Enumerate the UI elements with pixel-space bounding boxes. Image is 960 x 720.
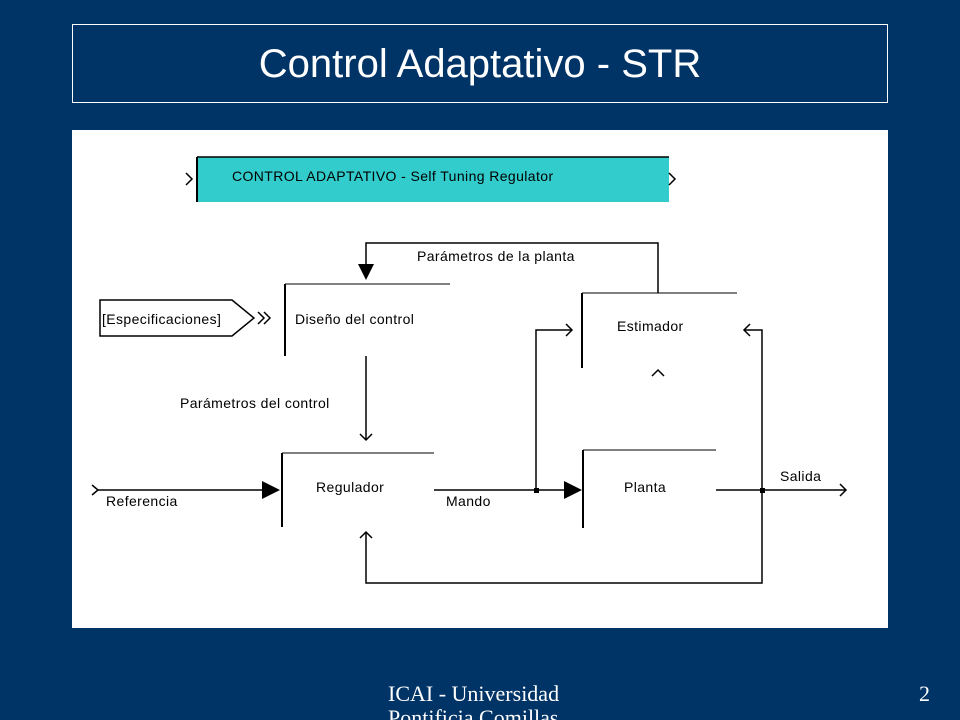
command-branch-dot: [534, 488, 539, 493]
command-label: Mando: [446, 493, 491, 509]
design-block: Diseño del control: [284, 283, 450, 356]
regulator-feedback-arrow-icon: [359, 530, 373, 539]
specifications-label: [Especificaciones]: [102, 311, 221, 327]
control-parameters-line: Parámetros del control: [180, 356, 373, 442]
banner-input-chevron-icon: [185, 172, 194, 186]
slide-title-box: Control Adaptativo - STR: [72, 24, 888, 103]
specifications-chevron-icon: [263, 311, 272, 325]
plant-parameters-label: Parámetros de la planta: [417, 248, 575, 264]
footer-institution: ICAI - Universidad Pontificia Comillas: [388, 682, 560, 720]
estimator-input-chevron-icon: [651, 368, 665, 377]
output-arrow-icon: [839, 483, 848, 497]
estimator-block: Estimador: [581, 292, 737, 377]
slide-title: Control Adaptativo - STR: [258, 41, 702, 86]
reference-line: Referencia: [91, 481, 280, 509]
control-parameters-arrow-icon: [359, 433, 373, 442]
estimator-output-arrow-icon: [742, 323, 751, 337]
plant-parameters-line: Parámetros de la planta: [358, 242, 659, 293]
banner: CONTROL ADAPTATIVO - Self Tuning Regulat…: [185, 156, 677, 202]
reference-input-chevron-icon: [91, 484, 100, 496]
block-diagram: CONTROL ADAPTATIVO - Self Tuning Regulat…: [91, 156, 848, 584]
design-block-label: Diseño del control: [295, 311, 414, 327]
banner-title: CONTROL ADAPTATIVO - Self Tuning Regulat…: [232, 168, 554, 184]
plant-block-label: Planta: [624, 479, 666, 495]
plant-parameters-arrowhead: [358, 264, 374, 280]
reference-arrowhead: [262, 481, 280, 499]
control-parameters-label: Parámetros del control: [180, 395, 330, 411]
regulator-block: Regulador: [281, 452, 434, 527]
output-line: Salida: [359, 323, 848, 584]
page-number: 2: [919, 681, 930, 706]
banner-output-chevron-icon: [668, 172, 677, 186]
specifications-chevron-icon: [257, 311, 266, 325]
command-arrowhead: [564, 481, 582, 499]
plant-block: Planta: [582, 449, 716, 528]
specifications-block: [Especificaciones]: [99, 299, 272, 337]
regulator-block-label: Regulador: [316, 479, 384, 495]
output-label: Salida: [780, 468, 821, 484]
estimator-block-label: Estimador: [617, 318, 684, 334]
reference-label: Referencia: [106, 493, 178, 509]
command-line: Mando: [434, 323, 582, 509]
block-diagram-panel: CONTROL ADAPTATIVO - Self Tuning Regulat…: [72, 130, 888, 628]
banner-box: [197, 157, 669, 202]
estimator-command-arrow-icon: [565, 323, 574, 337]
